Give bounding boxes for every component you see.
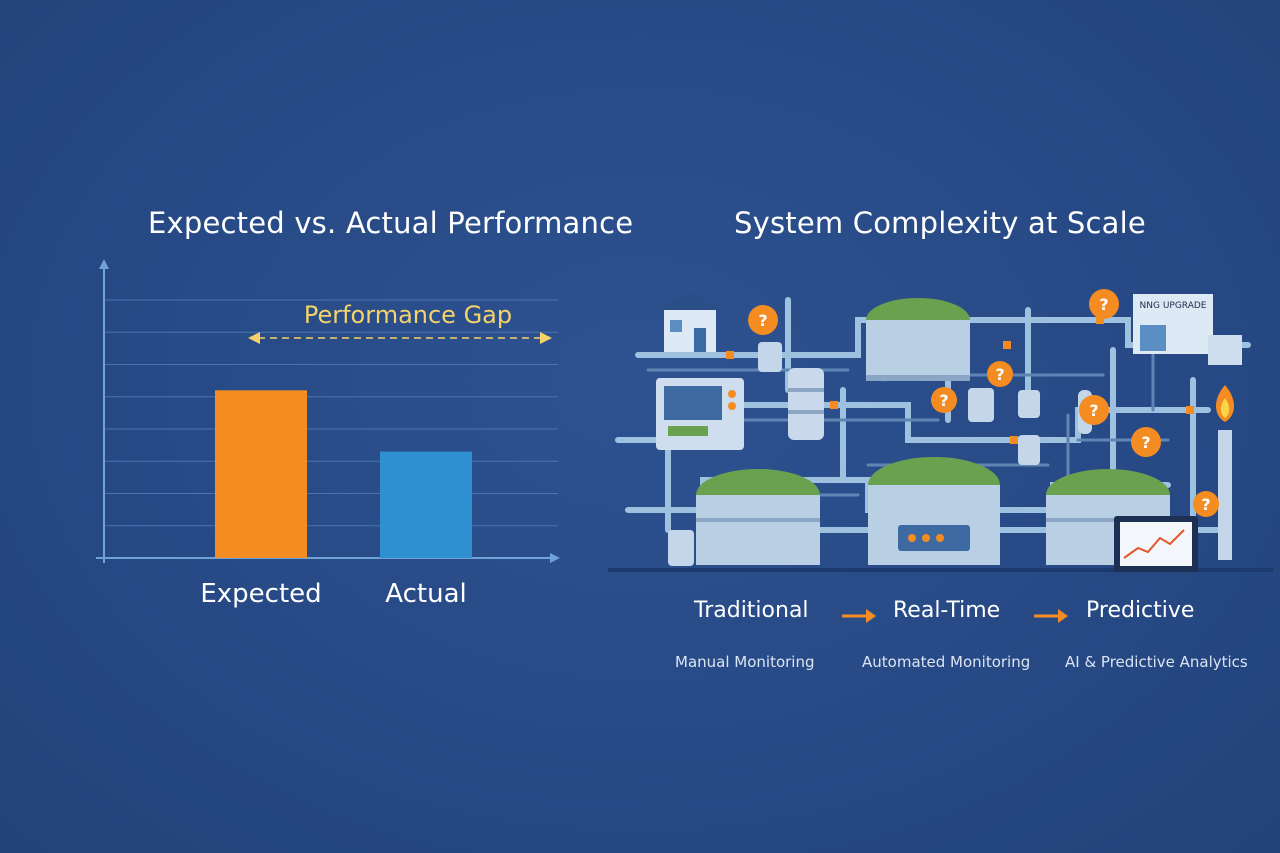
svg-text:?: ?	[1141, 433, 1150, 452]
timeline-label-traditional: Traditional	[694, 598, 809, 623]
timeline-sub-predictive: AI & Predictive Analytics	[1065, 653, 1248, 671]
question-icon: ?	[987, 361, 1013, 387]
svg-text:?: ?	[1089, 401, 1098, 420]
timeline-sub-manual: Manual Monitoring	[675, 653, 815, 671]
digester-1	[696, 469, 820, 565]
arrow-right-icon	[842, 609, 876, 623]
flare-stack-icon	[1215, 385, 1235, 560]
gap-arrow-right	[540, 332, 552, 344]
digester-2	[868, 457, 1000, 565]
x-axis-arrowhead	[550, 553, 560, 563]
upgrade-building: NNG UPGRADE	[1133, 294, 1242, 365]
storage-tank-top	[866, 298, 970, 381]
question-icon: ?	[1079, 395, 1109, 425]
column-tower	[788, 368, 824, 440]
question-icon: ?	[931, 387, 957, 413]
complexity-title: System Complexity at Scale	[734, 206, 1146, 240]
bar-expected	[215, 390, 307, 558]
timeline-label-predictive: Predictive	[1086, 598, 1195, 623]
question-icons: ? ? ? ? ? ? ?	[748, 289, 1219, 517]
question-icon: ?	[1131, 427, 1161, 457]
timeline-sub-automated: Automated Monitoring	[862, 653, 1031, 671]
question-icon: ?	[748, 305, 778, 335]
arrow-right-icon	[1034, 609, 1068, 623]
ground	[608, 568, 1273, 572]
timeline-label-real-time: Real-Time	[893, 598, 1001, 623]
control-panel	[656, 378, 744, 450]
performance-bar-chart: Performance Gap Expected Actual	[96, 259, 560, 609]
house-icon	[658, 292, 722, 352]
question-icon: ?	[1089, 289, 1119, 319]
category-label-actual: Actual	[385, 579, 466, 609]
svg-text:?: ?	[1099, 295, 1108, 314]
plant-illustration: NNG UPGRADE ? ? ? ? ? ? ?	[608, 289, 1273, 572]
svg-text:?: ?	[939, 391, 948, 410]
performance-gap-label: Performance Gap	[304, 301, 512, 329]
svg-text:?: ?	[995, 365, 1004, 384]
category-label-expected: Expected	[200, 579, 321, 609]
y-axis-arrowhead	[99, 259, 109, 269]
chart-title: Expected vs. Actual Performance	[148, 206, 634, 240]
gap-arrow-left	[248, 332, 260, 344]
upgrade-sign: NNG UPGRADE	[1140, 301, 1207, 311]
bar-actual	[380, 451, 472, 558]
question-icon: ?	[1193, 491, 1219, 517]
monitor-icon	[1114, 516, 1198, 572]
chart-grid	[104, 299, 558, 527]
svg-text:?: ?	[1201, 495, 1210, 514]
svg-text:?: ?	[758, 311, 767, 330]
